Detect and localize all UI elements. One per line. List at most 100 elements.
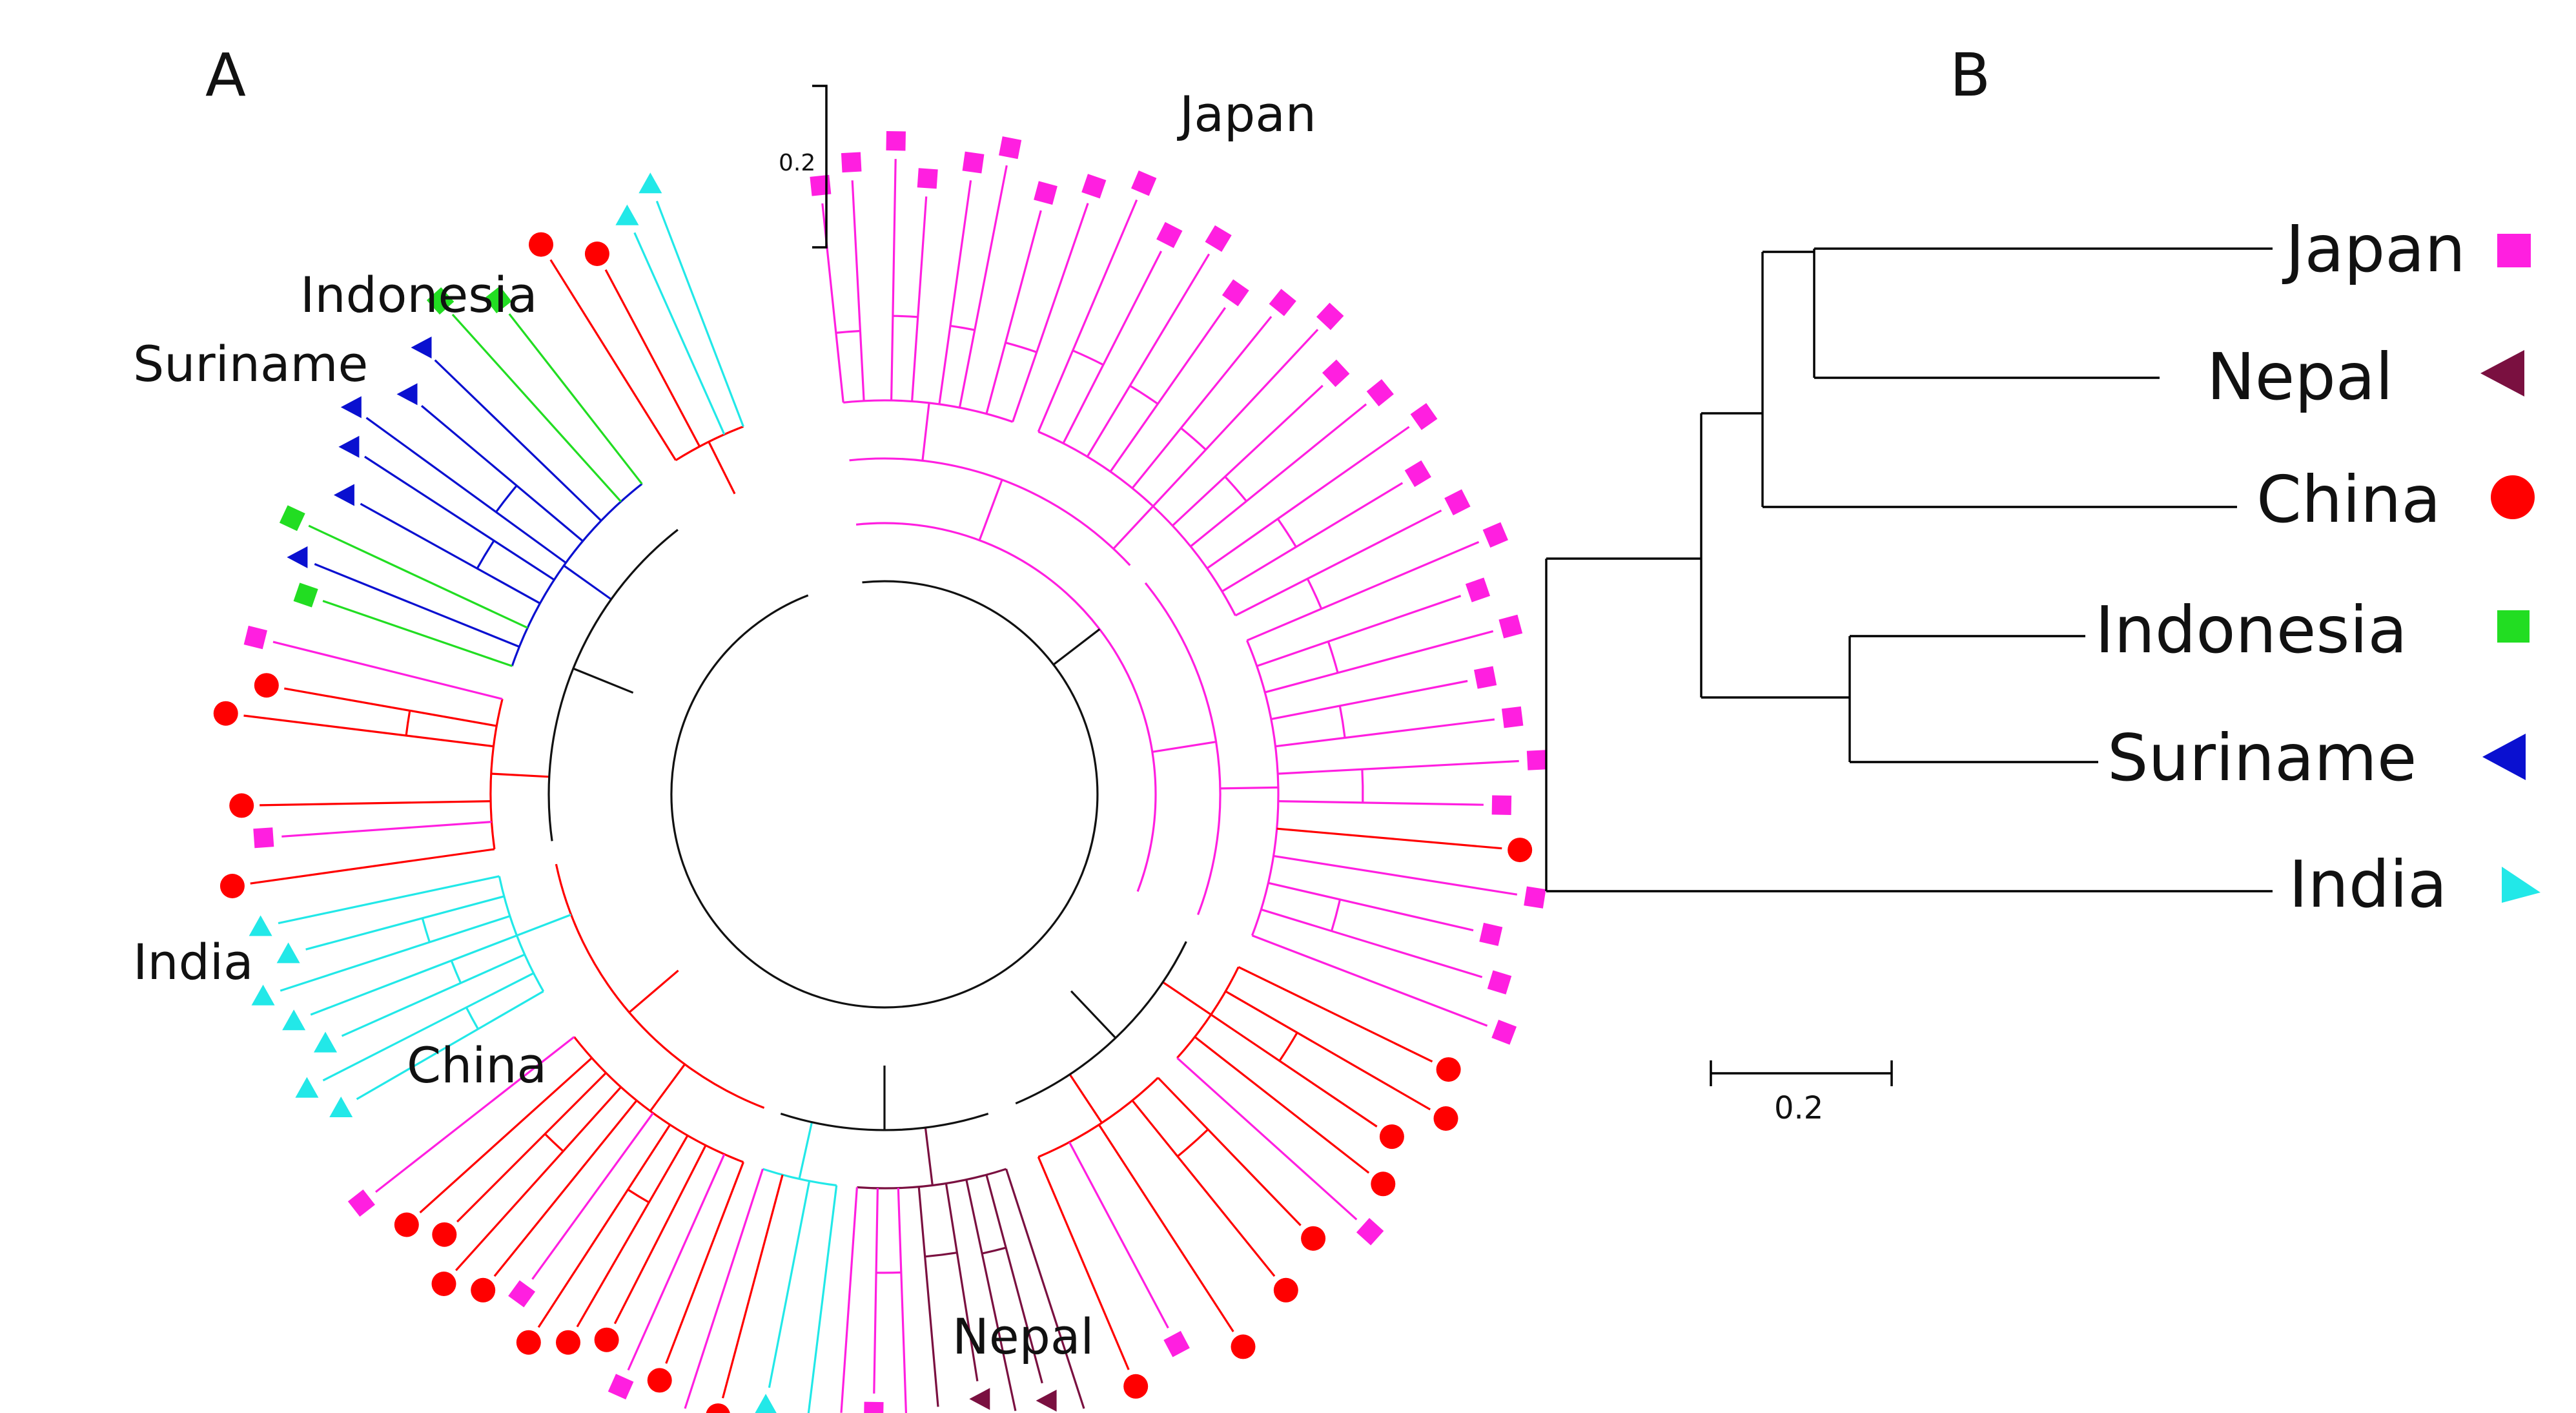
clade-stem [1162,981,1212,1016]
pair-arc [981,1246,1007,1255]
leaf-marker-circle [1231,1334,1256,1359]
leaf-marker-square [1474,666,1497,689]
leaf-branch [272,641,503,700]
panel-b-summary-tree: B Japan Nepal China Indonesia [1545,41,2540,1126]
leaf-marker-square [1366,379,1394,407]
clade-arc [555,863,765,1109]
leaf-branch [250,848,495,885]
leaf-marker-circle [1433,1106,1458,1131]
leaf-branch [851,180,865,401]
legend-marker-japan [2497,234,2531,267]
clade-arc [762,1168,837,1187]
leaf-branch [456,1072,607,1223]
clade-arc [511,483,643,666]
leaf-branch [1109,307,1227,473]
leaf-branch [840,1187,858,1413]
leaf-branch [281,821,492,838]
clade-stem [516,913,572,937]
leaf-branch [1264,630,1494,694]
leaf-branch [1037,1156,1130,1370]
leaf-marker-square [1524,886,1546,909]
leaf-branch [508,313,643,485]
clade-stem [1112,505,1154,550]
taxon-label-suriname: Suriname [2107,720,2417,796]
leaf-branch [1131,316,1273,489]
clade-stem [978,479,1003,541]
leaf-marker-square [841,152,862,173]
leaf-branch [1037,199,1138,433]
leaf-marker-circle [1436,1057,1461,1082]
leaf-marker-square [1465,577,1491,603]
pair-arc [1072,349,1104,366]
leaf-marker-circle [529,232,553,257]
pair-arc [1327,641,1339,674]
leaf-branch [493,1100,638,1277]
leaf-marker-triangle [411,336,432,359]
leaf-branch [890,159,897,401]
panel-a-scale-bar: 0.2 [779,85,828,249]
leaf-branch [1256,595,1462,667]
panel-a-scale-label: 0.2 [779,150,815,176]
leaf-marker-square [1491,795,1512,815]
leaf-marker-square [426,287,455,315]
leaf-marker-square [1322,359,1350,387]
region-label-japan: Japan [1177,85,1316,143]
pair-arc [476,540,495,570]
pair-arc [465,1007,479,1030]
leaf-marker-circle [584,242,609,266]
leaf-branch [604,269,701,448]
pair-arc [627,1188,649,1204]
leaf-marker-triangle [249,915,272,936]
leaf-branch [1260,908,1483,978]
leaf-branch [322,972,535,1082]
leaf-marker-triangle [333,484,354,506]
summary-tree-branches [1545,247,2273,892]
leaf-branch [1152,329,1319,507]
clade-stem [1070,990,1117,1039]
pair-arc [892,315,918,318]
leaf-branch [1222,482,1404,593]
leaf-marker-circle [647,1368,672,1393]
leaf-marker-square [917,168,938,189]
leaf-branch [1157,1077,1302,1226]
leaf-marker-square [1526,750,1548,770]
leaf-branch [322,599,513,667]
leaf-marker-square [1487,970,1512,995]
leaf-marker-square [810,174,832,196]
leaf-branch [1062,251,1163,444]
leaf-branch [419,1057,593,1213]
clade-stem [1152,741,1216,753]
pair-arc [835,329,861,334]
clade-stem [798,1122,813,1179]
taxon-label-indonesia: Indonesia [2095,592,2407,668]
leaf-branch [1278,800,1484,806]
pair-arc [1180,427,1207,451]
leaf-marker-triangle [276,942,300,964]
leaf-marker-square [243,625,267,650]
leaf-branch [873,1188,879,1394]
leaf-marker-square [864,1401,884,1413]
leaf-marker-triangle [396,383,418,406]
leaf-branch [310,934,518,1016]
leaf-branch [365,417,567,564]
clade-stem [708,441,736,495]
pair-arc [1330,899,1342,932]
region-label-china: China [407,1037,547,1094]
taxon-label-japan: Japan [2282,211,2466,287]
region-label-suriname: Suriname [133,335,368,393]
clade-arc [1144,582,1222,915]
leaf-branch [305,895,505,951]
leaf-branch [576,1135,689,1328]
leaf-marker-square [1491,1020,1517,1045]
pair-arc [1224,476,1247,502]
pair-arc [1361,769,1364,803]
leaf-branch [341,953,526,1037]
leaf-marker-square [886,130,906,151]
leaf-marker-triangle [755,1394,777,1413]
leaf-branch [1246,541,1480,642]
leaf-marker-square [1269,289,1296,316]
leaf-marker-triangle [282,1009,306,1031]
leaf-marker-circle [220,874,245,898]
clade-stem [1052,628,1101,666]
leaf-branch [1098,1124,1234,1332]
